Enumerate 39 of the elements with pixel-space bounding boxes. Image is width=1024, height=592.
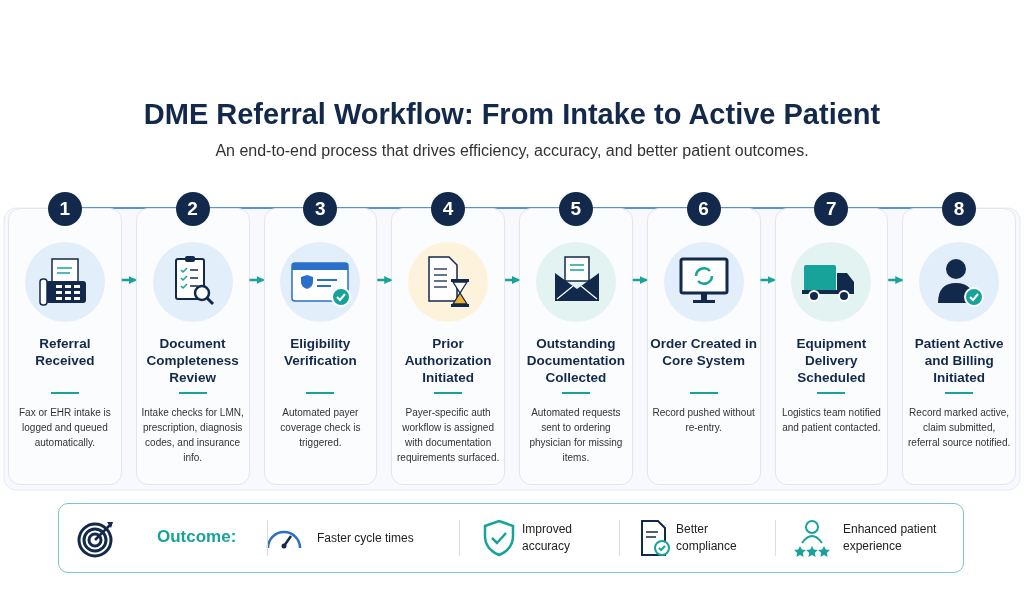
- outcome-text: Enhanced patient experience: [843, 521, 938, 555]
- step-title: Equipment Delivery Scheduled: [795, 335, 868, 386]
- arrow: [888, 276, 904, 284]
- step-title: Patient Active and Billing Initiated: [913, 335, 1005, 386]
- step-title: Eligibility Verification: [283, 335, 358, 369]
- step-title: Outstanding Documentation Collected: [525, 335, 626, 386]
- step-description: Intake checks for LMN, prescription, diagnosis codes, and insurance info.: [140, 406, 245, 465]
- title: DME Referral Workflow: From Intake to Active Patient: [142, 98, 882, 131]
- step-description: Logistics team notified and patient contacted.: [780, 406, 882, 435]
- step-description: Record pushed without re-entry.: [651, 406, 756, 435]
- subtitle: An end-to-end process that drives efficiency, accuracy, and better patient outcomes.: [214, 142, 810, 160]
- step-description: Payer-specific auth workflow is assigned with documentation requirements surfaced.: [396, 406, 500, 465]
- step-title: Document Completeness Review: [145, 335, 240, 386]
- step-description: Automated requests sent to ordering physician for missing items.: [528, 406, 624, 465]
- step-title: Referral Received: [34, 335, 96, 369]
- step-title: Prior Authorization Initiated: [403, 335, 493, 386]
- arrow: [760, 276, 776, 284]
- step-title: Order Created in Core System: [649, 335, 758, 369]
- step-description: Fax or EHR intake is logged and queued automatically.: [18, 406, 112, 450]
- step-number-badge: 8: [942, 192, 977, 226]
- arrow: [632, 276, 648, 284]
- step-number-badge: 4: [431, 192, 466, 226]
- step-number-badge: 3: [303, 192, 338, 226]
- step-number-badge: 1: [47, 192, 82, 226]
- step-description: Automated payer coverage check is triggered.: [279, 406, 362, 450]
- outcome-text: Improved accuracy: [522, 521, 574, 555]
- arrow: [249, 276, 265, 284]
- outcome-panel: [58, 503, 964, 573]
- step-number-badge: 6: [686, 192, 721, 226]
- step-number-badge: 2: [175, 192, 210, 226]
- outcome-text: Faster cycle times: [317, 530, 415, 547]
- step-description: Record marked active, claim submitted, referral source notified.: [907, 406, 1011, 450]
- outcome-heading: Outcome:: [157, 527, 237, 547]
- arrow: [377, 276, 393, 284]
- arrow: [505, 276, 520, 284]
- arrow: [121, 276, 137, 284]
- step-number-badge: 5: [558, 192, 593, 226]
- step-number-badge: 7: [814, 192, 849, 226]
- outcome-text: Better compliance: [676, 521, 738, 555]
